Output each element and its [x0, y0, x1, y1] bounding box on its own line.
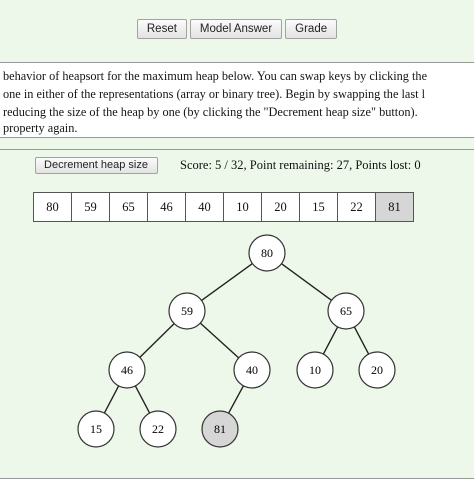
- instructions-panel: behavior of heapsort for the maximum hea…: [0, 62, 474, 138]
- array-cell[interactable]: 20: [261, 192, 300, 222]
- tree-node-label: 81: [214, 422, 226, 436]
- tree-node-circle[interactable]: [248, 234, 286, 272]
- tree-node-label: 10: [309, 363, 321, 377]
- reset-button[interactable]: Reset: [136, 19, 187, 39]
- tree-node-label: 80: [261, 246, 273, 260]
- array-cell[interactable]: 22: [337, 192, 376, 222]
- instructions-line-3: reducing the size of the heap by one (by…: [3, 105, 418, 119]
- tree-node[interactable]: 20: [358, 351, 396, 389]
- tree-node[interactable]: 65: [327, 292, 365, 330]
- tree-node-label: 59: [181, 304, 193, 318]
- tree-node-circle[interactable]: [327, 292, 365, 330]
- tree-edge: [103, 385, 120, 414]
- tree-node-label: 46: [121, 363, 133, 377]
- tree-node-label: 20: [371, 363, 383, 377]
- array-cell[interactable]: 15: [299, 192, 338, 222]
- model-answer-button[interactable]: Model Answer: [189, 19, 283, 39]
- instructions-line-1: behavior of heapsort for the maximum hea…: [3, 69, 428, 83]
- tree-node[interactable]: 81: [201, 410, 239, 448]
- instructions-line-2: one in either of the representations (ar…: [3, 87, 426, 101]
- tree-node-label: 15: [90, 422, 102, 436]
- tree-node[interactable]: 80: [248, 234, 286, 272]
- tree-node-circle[interactable]: [168, 292, 206, 330]
- tree-edge: [139, 323, 175, 358]
- decrement-heap-size-button[interactable]: Decrement heap size: [34, 157, 158, 174]
- array-cell[interactable]: 40: [185, 192, 224, 222]
- array-cell[interactable]: 65: [109, 192, 148, 222]
- array-cell[interactable]: 81: [375, 192, 414, 222]
- array-cell[interactable]: 10: [223, 192, 262, 222]
- tree-node-circle[interactable]: [139, 410, 177, 448]
- tree-node-circle[interactable]: [358, 351, 396, 389]
- tree-node-circle[interactable]: [77, 410, 115, 448]
- tree-node-circle[interactable]: [296, 351, 334, 389]
- array-cell[interactable]: 59: [71, 192, 110, 222]
- tree-node-circle[interactable]: [201, 410, 239, 448]
- tree-node-circle[interactable]: [233, 351, 271, 389]
- tree-edge: [227, 385, 245, 414]
- tree-edge: [134, 385, 151, 414]
- tree-edge: [199, 322, 240, 359]
- tree-edge: [322, 326, 339, 355]
- tree-edge: [353, 326, 370, 355]
- tree-node[interactable]: 46: [108, 351, 146, 389]
- tree-edge: [201, 262, 253, 302]
- toolbar: Reset Model Answer Grade: [0, 19, 474, 39]
- score-text: Score: 5 / 32, Point remaining: 27, Poin…: [180, 158, 421, 172]
- tree-node[interactable]: 22: [139, 410, 177, 448]
- tree-node[interactable]: 10: [296, 351, 334, 389]
- tree-node[interactable]: 15: [77, 410, 115, 448]
- tree-node[interactable]: 40: [233, 351, 271, 389]
- tree-node[interactable]: 59: [168, 292, 206, 330]
- tree-node-label: 22: [152, 422, 164, 436]
- tree-node-label: 65: [340, 304, 352, 318]
- tree-node-label: 40: [246, 363, 258, 377]
- array-cell[interactable]: 46: [147, 192, 186, 222]
- grade-button[interactable]: Grade: [285, 19, 338, 39]
- tree-edge: [281, 263, 332, 301]
- instructions-line-4: property again.: [3, 121, 78, 135]
- tree-node-circle[interactable]: [108, 351, 146, 389]
